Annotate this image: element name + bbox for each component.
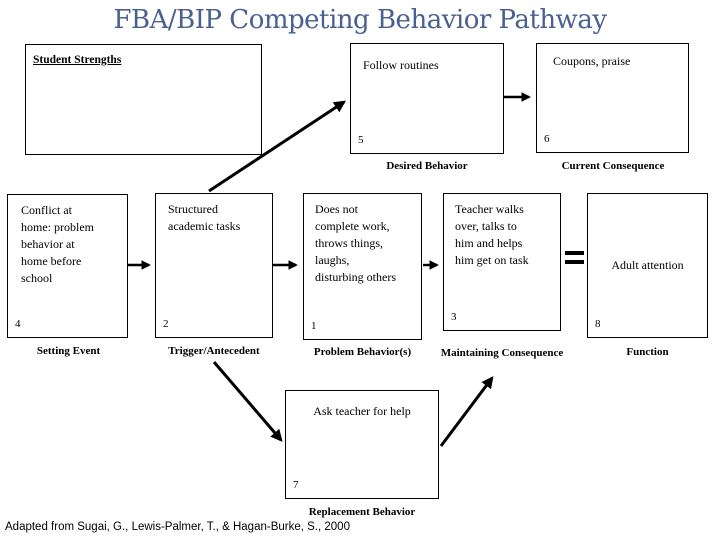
page-title: FBA/BIP Competing Behavior Pathway <box>113 5 607 35</box>
maintaining-consequence-box: Teacher walks over, talks to him and hel… <box>443 193 561 331</box>
function-label: Function <box>626 346 669 358</box>
problem-behavior-number: 1 <box>311 320 317 332</box>
current-consequence-label: Current Consequence <box>561 160 665 172</box>
maintaining-consequence-text: Teacher walks over, talks to him and hel… <box>455 202 529 267</box>
desired-behavior-label: Desired Behavior <box>386 160 468 172</box>
arrow-replacement-to-maintaining <box>439 376 494 447</box>
maintaining-consequence-number: 3 <box>451 311 457 323</box>
replacement-behavior-box: Ask teacher for help 7 <box>285 390 439 499</box>
replacement-behavior-number: 7 <box>293 479 299 491</box>
citation-text: Adapted from Sugai, G., Lewis-Palmer, T.… <box>5 521 350 533</box>
current-consequence-box: Coupons, praise 6 <box>536 43 689 153</box>
trigger-antecedent-text: Structured academic tasks <box>168 202 241 233</box>
setting-event-number: 4 <box>15 318 21 330</box>
student-strengths-heading: Student Strengths <box>33 54 122 66</box>
function-box: Adult attention 8 <box>587 193 708 338</box>
desired-behavior-box: Follow routines 5 <box>350 43 504 154</box>
function-number: 8 <box>595 318 601 330</box>
setting-event-box: Conflict at home: problem behavior at ho… <box>7 194 128 338</box>
desired-behavior-number: 5 <box>358 134 364 146</box>
trigger-antecedent-box: Structured academic tasks 2 <box>155 193 273 338</box>
current-consequence-number: 6 <box>544 133 550 145</box>
equals-bar-bottom <box>565 260 584 264</box>
equals-icon <box>565 251 584 266</box>
current-consequence-text: Coupons, praise <box>553 54 631 68</box>
student-strengths-box: Student Strengths <box>25 44 262 155</box>
trigger-antecedent-number: 2 <box>163 318 169 330</box>
problem-behavior-text: Does not complete work, throws things, l… <box>315 202 396 284</box>
setting-event-text: Conflict at home: problem behavior at ho… <box>21 203 94 285</box>
desired-behavior-text: Follow routines <box>363 58 439 72</box>
maintaining-consequence-label: Maintaining Consequence <box>440 347 564 359</box>
trigger-antecedent-label: Trigger/Antecedent <box>168 345 260 357</box>
problem-behavior-box: Does not complete work, throws things, l… <box>303 193 422 340</box>
setting-event-label: Setting Event <box>36 345 101 357</box>
arrow-trigger-to-replacement <box>212 361 283 442</box>
function-text: Adult attention <box>611 258 684 272</box>
replacement-behavior-label: Replacement Behavior <box>308 506 416 518</box>
replacement-behavior-text: Ask teacher for help <box>313 404 411 418</box>
equals-bar-top <box>565 251 584 255</box>
problem-behavior-label: Problem Behavior(s) <box>313 346 412 358</box>
